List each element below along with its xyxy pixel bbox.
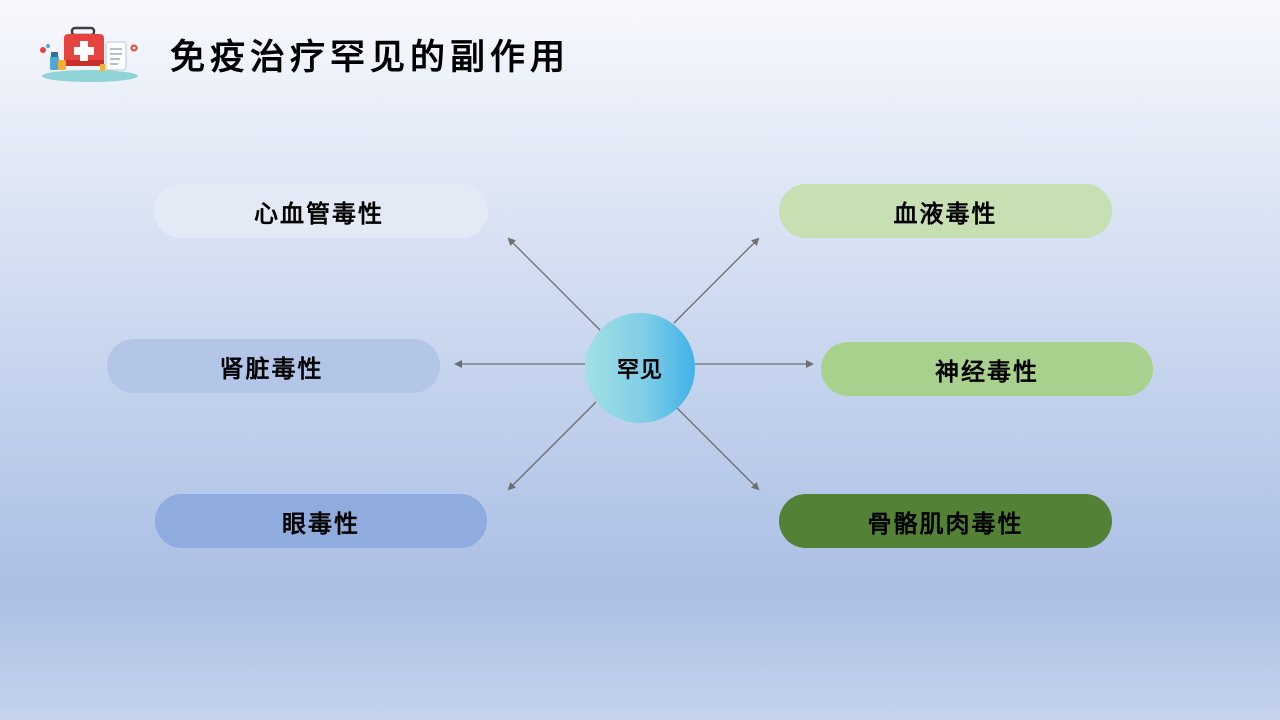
arrow-to-musculo xyxy=(676,407,760,491)
arrow-to-eye xyxy=(507,401,597,491)
node-label: 肾脏毒性 xyxy=(219,354,324,383)
node-blood-toxicity: 血液毒性 xyxy=(779,184,1112,238)
center-label: 罕见 xyxy=(616,358,663,383)
node-label: 眼毒性 xyxy=(282,509,360,538)
node-eye-toxicity: 眼毒性 xyxy=(155,494,487,548)
node-label: 心血管毒性 xyxy=(254,199,384,228)
page-title: 免疫治疗罕见的副作用 xyxy=(170,38,571,78)
node-neurotoxicity: 神经毒性 xyxy=(821,342,1153,396)
arrow-to-blood xyxy=(673,237,760,324)
medical-kit-icon xyxy=(40,26,138,82)
node-kidney-toxicity: 肾脏毒性 xyxy=(107,339,440,393)
node-musculoskeletal-toxicity: 骨骼肌肉毒性 xyxy=(779,494,1112,548)
node-label: 神经毒性 xyxy=(935,357,1039,386)
node-label: 骨骼肌肉毒性 xyxy=(867,509,1024,538)
node-label: 血液毒性 xyxy=(893,199,998,228)
center-node-rare: 罕见 xyxy=(585,313,695,423)
arrow-to-cardio xyxy=(507,237,601,331)
node-cardiovascular-toxicity: 心血管毒性 xyxy=(154,184,488,238)
